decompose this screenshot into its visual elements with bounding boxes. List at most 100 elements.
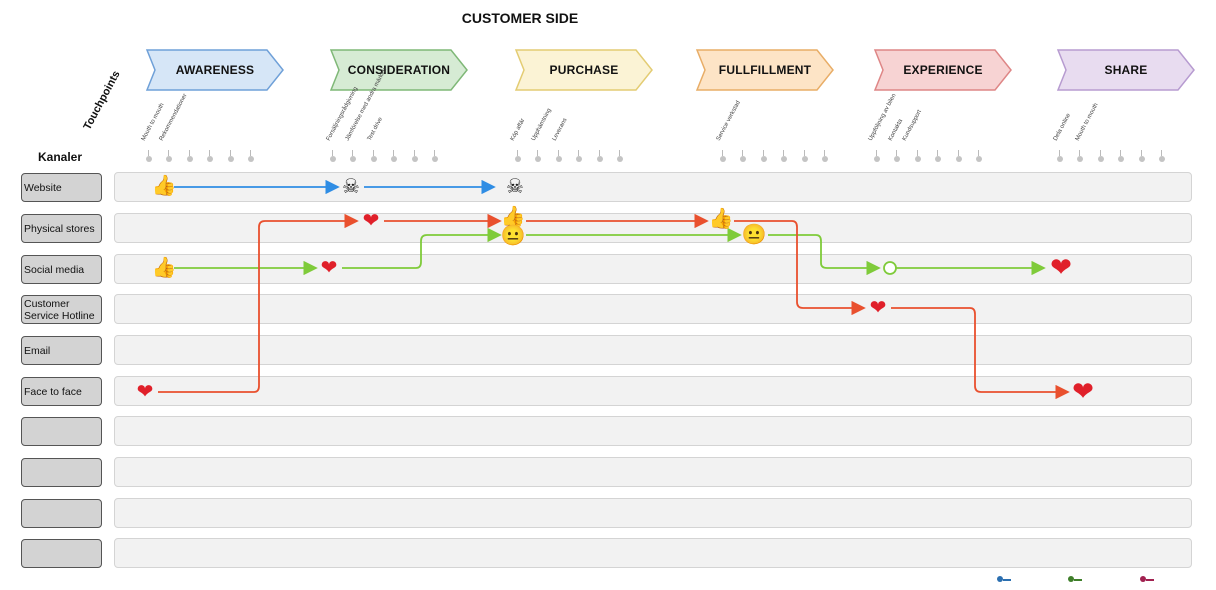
heart-icon: ❤ (136, 381, 154, 403)
green-node (883, 261, 897, 275)
touchpoint-tick (1099, 150, 1101, 156)
legend-blue-line (1003, 579, 1011, 581)
stage-share: SHARE (1056, 48, 1196, 92)
touchpoint-dot (432, 156, 438, 162)
touchpoint-tick (148, 150, 149, 156)
touchpoint-tick (978, 150, 979, 156)
heart-icon: ❤ (320, 257, 338, 279)
channel-customer-service-hotline[interactable]: Customer Service Hotline (21, 295, 102, 324)
channel-social-media[interactable]: Social media (21, 255, 102, 284)
channel-empty-4[interactable] (21, 539, 102, 568)
channel-website[interactable]: Website (21, 173, 102, 202)
touchpoint-tick (742, 150, 744, 156)
touchpoint-tick (783, 150, 785, 156)
touchpoint-tick (1059, 150, 1060, 156)
thumbs-up-icon: 👍 (151, 175, 177, 197)
touchpoint-tick (557, 150, 559, 156)
legend-red-dot (1140, 576, 1146, 582)
touchpoint-tick (434, 150, 435, 156)
touchpoint-dot (935, 156, 942, 162)
touchpoint-dot (576, 156, 583, 162)
touchpoint-dot (166, 156, 173, 162)
touchpoint-tick (578, 150, 580, 156)
lane-social-media (114, 254, 1192, 284)
channel-physical-stores[interactable]: Physical stores (21, 214, 102, 243)
touchpoint-tick (957, 150, 959, 156)
touchpoint-dot (535, 156, 542, 162)
lane-empty-2 (114, 457, 1192, 487)
stage-experience: EXPERIENCE (873, 48, 1013, 92)
touchpoint-tick (393, 150, 395, 156)
touchpoint-tick (598, 150, 600, 156)
touchpoint-dot (822, 156, 828, 162)
touchpoint-dot (781, 156, 788, 162)
touchpoint-tick (229, 150, 231, 156)
channel-face-to-face[interactable]: Face to face (21, 377, 102, 406)
touchpoint-tick (937, 150, 939, 156)
heart-icon: ❤ (869, 297, 887, 319)
touchpoint-tick (1140, 150, 1142, 156)
touchpoint-dot (894, 156, 901, 162)
touchpoint-tick (619, 150, 620, 156)
touchpoint-dot (760, 156, 767, 162)
legend-green-dot (1068, 576, 1074, 582)
stage-fullfillment-label: FULLFILLMENT (718, 63, 812, 77)
touchpoint-tick (188, 150, 190, 156)
legend-blue-dot (997, 576, 1003, 582)
touchpoint-dot (391, 156, 398, 162)
touchpoint-dot (1057, 156, 1063, 162)
touchpoint-dot (1097, 156, 1104, 162)
thumbs-up-icon: 👍 (151, 257, 177, 279)
skull-icon: ☠ (342, 176, 360, 198)
thumbs-up-icon: 👍 (500, 206, 526, 228)
touchpoint-dot (955, 156, 962, 162)
neutral-face-icon: 😐 (500, 225, 526, 247)
touchpoint-dot (146, 156, 152, 162)
touchpoint-dot (1077, 156, 1084, 162)
touchpoint-tick (762, 150, 764, 156)
stage-consideration-shape (329, 49, 468, 91)
touchpoint-dot (330, 156, 336, 162)
lane-empty-1 (114, 416, 1192, 446)
diagram-title: CUSTOMER SIDE (461, 10, 579, 26)
legend-green-line (1074, 579, 1082, 581)
stage-consideration: CONSIDERATION (329, 48, 469, 92)
touchpoint-dot (1138, 156, 1145, 162)
green-connector (768, 234, 881, 276)
touchpoint-tick (537, 150, 539, 156)
heart-icon: ❤ (1072, 376, 1094, 406)
touchpoint-tick (803, 150, 805, 156)
channel-empty-1[interactable] (21, 417, 102, 446)
stage-awareness: AWARENESS (145, 48, 285, 92)
channels-title: Kanaler (38, 150, 83, 164)
touchpoint-tick (372, 150, 374, 156)
touchpoint-dot (411, 156, 418, 162)
stage-purchase-shape (514, 49, 653, 91)
touchpoint-tick (332, 150, 333, 156)
touchpoint-tick (722, 150, 723, 156)
touchpoint-tick (352, 150, 354, 156)
red-connector (734, 220, 866, 316)
touchpoint-dot (186, 156, 193, 162)
stage-experience-label: EXPERIENCE (903, 63, 983, 77)
stage-share-label: SHARE (1104, 63, 1148, 77)
green-connector (342, 227, 502, 269)
touchpoint-tick (824, 150, 825, 156)
stage-share-shape (1056, 49, 1195, 91)
touchpoint-dot (740, 156, 747, 162)
channel-empty-3[interactable] (21, 499, 102, 528)
lane-customer-service-hotline (114, 294, 1192, 324)
channel-empty-2[interactable] (21, 458, 102, 487)
touchpoint-dot (555, 156, 562, 162)
stage-awareness-label: AWARENESS (175, 63, 255, 77)
touchpoint-dot (248, 156, 254, 162)
touchpoint-tick (517, 150, 518, 156)
heart-icon: ❤ (1050, 252, 1072, 282)
channel-email[interactable]: Email (21, 336, 102, 365)
lane-empty-4 (114, 538, 1192, 568)
touchpoint-dot (1159, 156, 1165, 162)
touchpoint-dot (976, 156, 982, 162)
skull-icon: ☠ (506, 176, 524, 198)
stage-consideration-label: CONSIDERATION (347, 63, 451, 77)
red-connector (158, 213, 359, 393)
